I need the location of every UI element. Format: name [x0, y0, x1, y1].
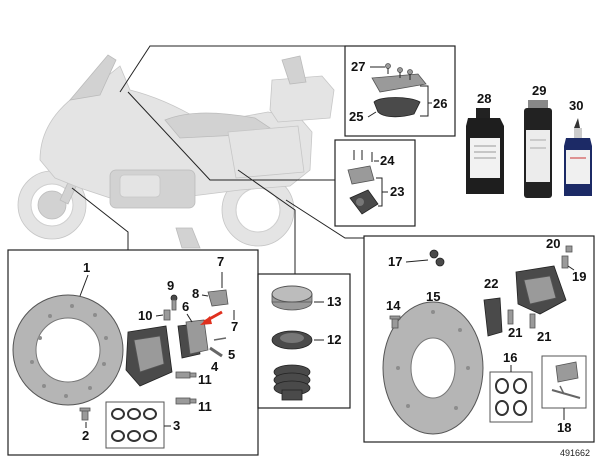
callout-19: 19 [572, 269, 586, 284]
callout-5: 5 [228, 347, 235, 362]
indicator-arrowhead [200, 316, 212, 325]
callout-8: 8 [192, 286, 199, 301]
callout-28: 28 [477, 91, 491, 106]
callout-2: 2 [82, 428, 89, 443]
bracket-22 [483, 297, 503, 337]
box-seal [257, 273, 351, 409]
rear-brake-disc [382, 301, 484, 435]
bolts-21 [507, 309, 536, 329]
bolts-11 [175, 371, 197, 405]
leader-center-box [237, 169, 296, 274]
bottle-28 [466, 108, 504, 194]
bottle-30 [564, 118, 592, 196]
pad-kit-18 [541, 355, 587, 409]
box-rear-brake [363, 235, 595, 443]
ring-set [105, 401, 165, 449]
spring-7 [221, 272, 235, 320]
callout-23: 23 [390, 184, 404, 199]
callout-6: 6 [182, 299, 189, 314]
brake-pads [177, 319, 209, 359]
bleeder-19-20 [561, 245, 573, 269]
bellows [273, 364, 311, 401]
fitting-17 [429, 249, 445, 267]
callout-11b: 11 [198, 399, 212, 414]
callout-29: 29 [532, 83, 546, 98]
reference-number: 491662 [560, 448, 590, 458]
leader-mid-box [127, 91, 335, 181]
callout-26: 26 [433, 96, 447, 111]
bolt-14 [389, 315, 401, 329]
box-reservoir [334, 139, 416, 227]
callout-7a: 7 [217, 254, 224, 269]
callout-15: 15 [426, 289, 440, 304]
callout-22: 22 [484, 276, 498, 291]
callout-4: 4 [211, 359, 219, 374]
leader-top-box [119, 45, 345, 93]
ring-set-16 [489, 371, 533, 423]
cover-parts [371, 63, 427, 118]
callout-21b: 21 [537, 329, 551, 344]
disc-bolt [79, 407, 91, 421]
leader-left-box [71, 187, 129, 250]
callout-18: 18 [557, 420, 571, 435]
callout-27: 27 [351, 59, 365, 74]
leader-right-box [285, 199, 364, 239]
cap-13 [271, 285, 313, 311]
callout-14: 14 [386, 298, 401, 313]
front-caliper [125, 325, 173, 387]
motorcycle-illustration [17, 54, 335, 249]
callout-11a: 11 [198, 372, 212, 387]
seal-12 [271, 330, 313, 350]
callout-17: 17 [388, 254, 402, 269]
callout-7b: 7 [231, 319, 238, 334]
box-master-cylinder-cover [344, 45, 456, 137]
pin-9 [170, 294, 178, 311]
callout-24: 24 [380, 153, 395, 168]
callout-30: 30 [569, 98, 583, 113]
callout-20: 20 [546, 236, 560, 251]
callout-9: 9 [167, 278, 174, 293]
callout-10: 10 [138, 308, 152, 323]
front-brake-disc [12, 294, 124, 406]
callout-1: 1 [83, 260, 90, 275]
callout-13: 13 [327, 294, 341, 309]
pin-10 [163, 309, 171, 321]
callout-12: 12 [327, 332, 341, 347]
callout-16: 16 [503, 350, 517, 365]
reservoir-parts [347, 150, 379, 215]
bottle-29 [524, 100, 552, 198]
rear-caliper [515, 265, 567, 315]
callout-3: 3 [173, 418, 180, 433]
bracket-8 [207, 289, 229, 307]
callout-25: 25 [349, 109, 363, 124]
pin-4-5 [209, 337, 227, 358]
callout-21a: 21 [508, 325, 522, 340]
